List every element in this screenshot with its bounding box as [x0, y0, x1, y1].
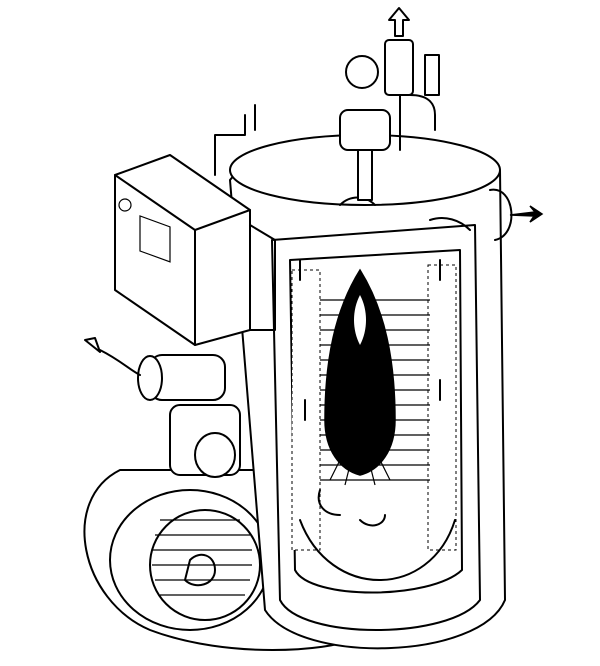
control-box — [114, 104, 276, 346]
burner-motor — [84, 337, 241, 478]
top-valves — [339, 7, 440, 201]
burner-flame — [324, 268, 396, 486]
